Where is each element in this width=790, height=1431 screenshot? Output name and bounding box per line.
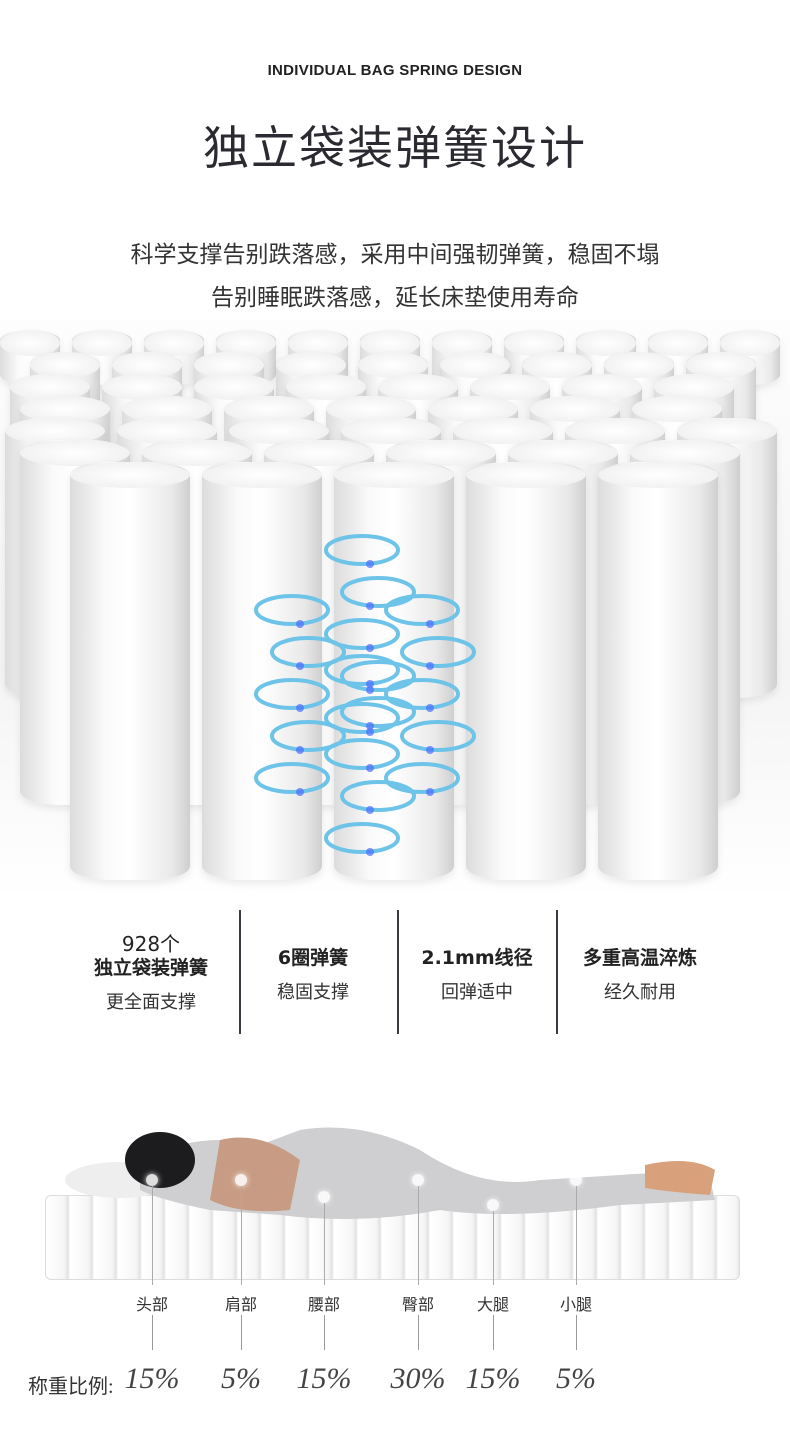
spring-coil [340,576,416,608]
body-part-label: 臀部 [401,1295,435,1314]
pointer-line [493,1211,494,1285]
body-part-label: 肩部 [224,1295,258,1314]
weight-percent: 15% [465,1362,521,1395]
spring-coil [340,696,416,728]
body-point-marker [570,1174,582,1186]
weight-percent: 5% [221,1362,261,1395]
weight-percent: 5% [556,1362,596,1395]
spring-coil [324,738,400,770]
spring-coil [384,762,460,794]
glow-point [366,680,374,688]
stat-spring-count: 928个 独立袋装弹簧 更全面支撑 [72,932,230,1014]
stat-desc: 稳固支撑 [277,982,349,1003]
glow-point [366,728,374,736]
sleeping-person-illustration [65,1127,715,1219]
spring-pocket [202,462,322,880]
glow-point [426,662,434,670]
pointer-line [152,1186,153,1285]
stat-desc: 更全面支撑 [106,992,196,1013]
spring-pocket [598,462,718,880]
glow-point [366,560,374,568]
spring-coils-icon [254,534,476,856]
stat-title: 独立袋装弹簧 [93,957,208,979]
stat-desc: 经久耐用 [604,982,676,1003]
spring-coil [400,636,476,668]
spring-coil [340,780,416,812]
glow-point [366,602,374,610]
spring-coil [324,702,400,734]
weight-ratio-label: 称重比例: [28,1376,114,1398]
glow-point [366,806,374,814]
glow-point [366,644,374,652]
subtitle-line-2: 告别睡眠跌落感，延长床垫使用寿命 [211,285,579,311]
stat-title: 6圈弹簧 [277,947,349,969]
spring-coil [324,822,400,854]
body-point-marker [318,1191,330,1203]
glow-point [426,746,434,754]
divider [397,910,399,1034]
spring-coil [384,678,460,710]
body-part-label: 大腿 [476,1295,510,1314]
subtitle-line-1: 科学支撑告别跌落感，采用中间强韧弹簧，稳固不塌 [130,242,660,268]
body-point-marker [235,1174,247,1186]
stat-count: 928个 [121,932,181,956]
body-point-marker [146,1174,158,1186]
glow-point [366,848,374,856]
pointer-line [241,1315,242,1350]
pointer-line [418,1186,419,1285]
weight-percent: 30% [390,1362,446,1395]
glow-point [296,620,304,628]
body-part-label: 小腿 [559,1295,593,1314]
spring-coil [324,654,400,686]
glow-point [426,704,434,712]
pointer-line [324,1203,325,1285]
pointer-line [152,1315,153,1350]
spring-coil [400,720,476,752]
body-point-marker [487,1199,499,1211]
body-point-marker [412,1174,424,1186]
spring-coil [324,534,400,566]
pointer-line [493,1315,494,1350]
spring-coil [340,660,416,692]
glow-point [366,686,374,694]
stat-wire-gauge: 2.1mm线径 回弹适中 [398,946,556,1004]
pointer-line [576,1186,577,1285]
pointer-line [324,1315,325,1350]
stat-title: 多重高温淬炼 [582,947,697,969]
spring-pocket [70,462,190,880]
body-part-label: 腰部 [307,1295,341,1314]
spring-pocket [466,462,586,880]
stat-desc: 回弹适中 [441,982,513,1003]
glow-point [366,722,374,730]
page-title: 独立袋装弹簧设计 [203,121,587,175]
glow-point [366,764,374,772]
pointer-line [418,1315,419,1350]
spring-coil [384,594,460,626]
glow-point [296,704,304,712]
stat-coils: 6圈弹簧 稳固支撑 [234,946,392,1004]
spring-coil [254,678,330,710]
spring-coil [254,762,330,794]
body-part-label: 头部 [135,1295,169,1314]
pointer-line [241,1186,242,1285]
spring-coil [270,720,346,752]
stat-tempering: 多重高温淬炼 经久耐用 [561,946,719,1004]
spring-coil [270,636,346,668]
glow-point [296,662,304,670]
glow-point [426,788,434,796]
divider [239,910,241,1034]
glow-point [296,788,304,796]
pointer-line [576,1315,577,1350]
spring-pocket-illustration [0,320,790,900]
spring-coil [324,618,400,650]
glow-point [426,620,434,628]
english-title: INDIVIDUAL BAG SPRING DESIGN [267,62,523,79]
stat-title: 2.1mm线径 [421,947,533,969]
divider [556,910,558,1034]
glow-point [296,746,304,754]
spring-coil [254,594,330,626]
weight-percent: 15% [296,1362,352,1395]
weight-percent: 15% [124,1362,180,1395]
